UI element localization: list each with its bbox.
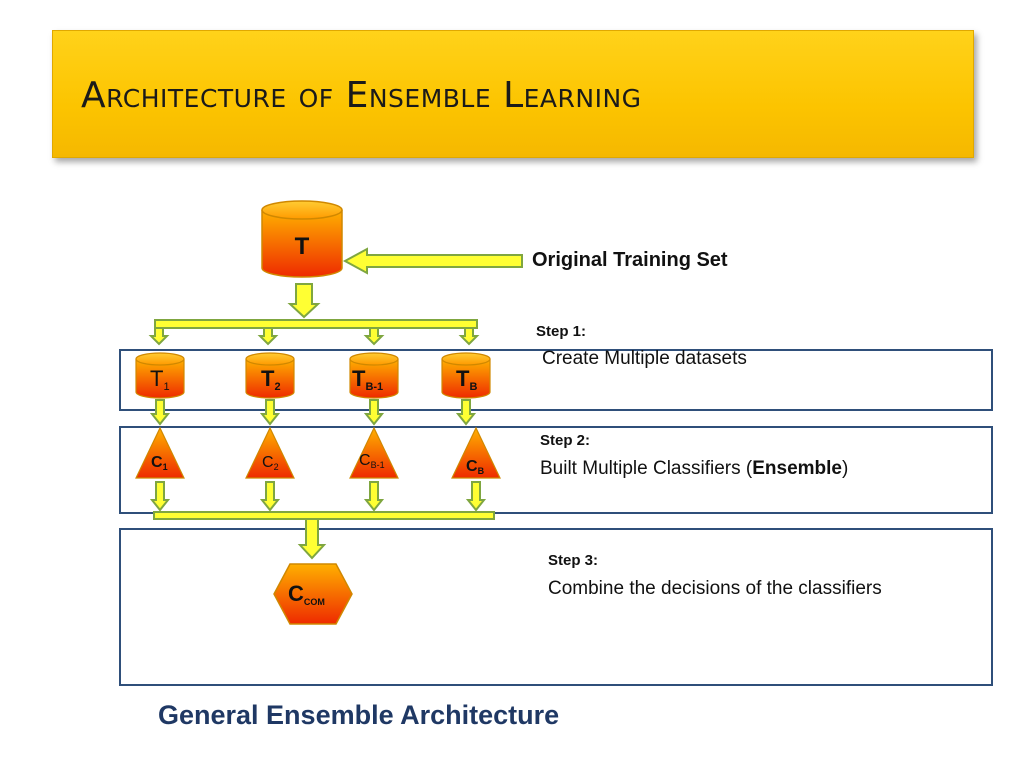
- dataset-node: [245, 352, 295, 399]
- step1-description: Create Multiple datasets: [542, 348, 747, 369]
- classifier-node: [135, 426, 185, 479]
- top-node-label: T: [295, 233, 310, 260]
- dataset-to-classifier-arrows: [149, 399, 477, 426]
- distribution-connector: [148, 319, 480, 346]
- classifier-label: C2: [262, 454, 279, 472]
- down-arrow-from-t: [287, 283, 321, 319]
- classifier-node: [349, 426, 399, 479]
- dataset-label: TB: [456, 366, 477, 393]
- dataset-node: [135, 352, 185, 399]
- original-training-set-label: Original Training Set: [532, 249, 728, 271]
- dataset-node: [349, 352, 399, 399]
- slide-title: Architecture of Ensemble Learning: [81, 75, 642, 116]
- original-dataset-node: [261, 200, 343, 278]
- step3-description: Combine the decisions of the classifiers: [548, 578, 882, 599]
- step3-box: [119, 528, 993, 686]
- combiner-node: [273, 563, 353, 625]
- combiner-label: CCOM: [288, 581, 325, 607]
- classifier-to-combiner-connector: [149, 481, 495, 560]
- classifier-label: CB: [466, 458, 485, 476]
- step2-heading: Step 2:: [540, 432, 591, 449]
- dataset-node: [441, 352, 491, 399]
- classifier-label: CB-1: [359, 452, 385, 470]
- input-arrow: [342, 247, 523, 275]
- step2-description: Built Multiple Classifiers (Ensemble): [540, 458, 849, 479]
- dataset-label: T2: [261, 366, 281, 393]
- classifier-node: [451, 426, 501, 479]
- classifier-label: C1: [151, 454, 168, 472]
- step2-box: [119, 426, 993, 514]
- step1-heading: Step 1:: [536, 323, 587, 340]
- step3-heading: Step 3:: [548, 552, 599, 569]
- step1-box: [119, 349, 993, 411]
- dataset-label: T1: [150, 366, 170, 393]
- classifier-node: [245, 426, 295, 479]
- title-banner: Architecture of Ensemble Learning: [52, 30, 974, 158]
- figure-caption: General Ensemble Architecture: [158, 700, 560, 730]
- dataset-label: TB-1: [352, 366, 383, 393]
